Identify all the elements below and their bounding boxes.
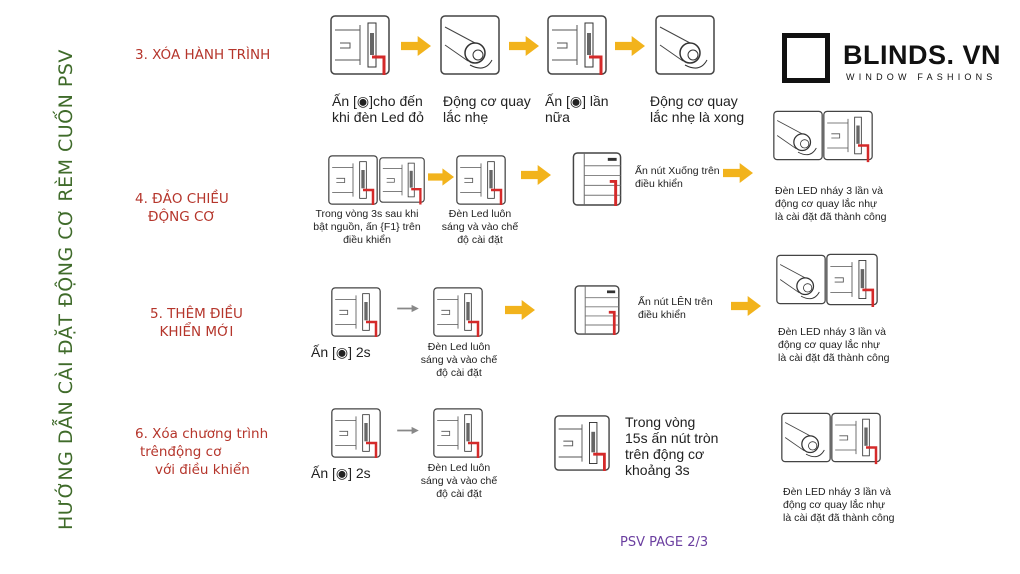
- motor-tube-icon: [776, 252, 826, 307]
- power-switch-icon: [379, 155, 425, 205]
- step-caption: Đèn Led luôn sáng và vào chế độ cài đặt: [420, 341, 498, 379]
- section-6-label: 6. Xóa chương trình trênđộng cơ với điều…: [135, 425, 268, 479]
- section-4-label: 4. ĐẢO CHIỀU ĐỘNG CƠ: [135, 190, 229, 226]
- arrow-right-icon: [521, 165, 551, 185]
- motor-tube-icon: [781, 410, 831, 465]
- motor-panel-icon: [826, 252, 878, 307]
- motor-panel-icon: [328, 155, 378, 205]
- step-caption: Ấn [◉]cho đến khi đèn Led đỏ: [332, 93, 424, 125]
- step-caption: Đèn LED nháy 3 lần và động cơ quay lắc n…: [775, 185, 887, 223]
- motor-panel-icon: [547, 15, 607, 75]
- step-caption: Động cơ quay lắc nhẹ là xong: [650, 93, 745, 125]
- motor-panel-icon: [831, 410, 881, 465]
- step-caption: Đèn Led luôn sáng và vào chế độ cài đặt: [441, 208, 519, 246]
- step-caption: Đèn LED nháy 3 lần và động cơ quay lắc n…: [783, 486, 895, 524]
- motor-tube-icon: [655, 15, 715, 75]
- motor-panel-icon: [823, 108, 873, 163]
- motor-tube-icon: [440, 15, 500, 75]
- label-line: KHIỂN MỚI: [159, 324, 234, 340]
- label-line: với điều khiển: [155, 462, 250, 478]
- step-caption: Trong vòng 15s ấn nút tròn trên động cơ …: [625, 414, 719, 478]
- page-footer: PSV PAGE 2/3: [620, 535, 709, 550]
- motor-panel-icon: [433, 408, 483, 458]
- remote-icon: [572, 152, 622, 206]
- label-line: 3. XÓA HÀNH TRÌNH: [135, 47, 271, 63]
- step-caption: Ấn [◉] lần nữa: [545, 93, 609, 125]
- arrow-right-icon: [730, 296, 762, 316]
- step-caption: Ấn nút Xuống trên điều khiển: [635, 165, 720, 190]
- label-line: trênđộng cơ: [140, 444, 222, 460]
- motor-panel-icon: [331, 408, 381, 458]
- brand-logo-mark: [782, 33, 830, 83]
- brand-tagline: WINDOW FASHIONS: [846, 72, 997, 82]
- motor-panel-icon: [554, 415, 610, 471]
- step-caption: Đèn Led luôn sáng và vào chế độ cài đặt: [420, 462, 498, 500]
- label-line: 4. ĐẢO CHIỀU: [135, 191, 229, 207]
- step-caption: Ấn [◉] 2s: [311, 344, 371, 360]
- step-caption: Động cơ quay lắc nhẹ: [443, 93, 531, 125]
- step-caption: Ấn nút LÊN trên điều khiển: [638, 296, 713, 321]
- arrow-right-icon: [397, 426, 419, 435]
- arrow-right-icon: [428, 168, 454, 186]
- arrow-right-icon: [397, 304, 419, 313]
- motor-panel-icon: [331, 287, 381, 337]
- arrow-right-icon: [614, 36, 646, 56]
- remote-icon: [572, 285, 622, 335]
- label-line: 6. Xóa chương trình: [135, 426, 269, 442]
- step-caption: Đèn LED nháy 3 lần và động cơ quay lắc n…: [778, 326, 890, 364]
- arrow-right-icon: [722, 163, 754, 183]
- step-caption: Ấn [◉] 2s: [311, 465, 371, 481]
- motor-panel-icon: [433, 287, 483, 337]
- motor-panel-icon: [330, 15, 390, 75]
- label-line: ĐỘNG CƠ: [148, 209, 216, 225]
- label-line: 5. THÊM ĐIỀU: [150, 306, 243, 322]
- step-caption: Trong vòng 3s sau khi bật nguồn, ấn {F1}…: [313, 208, 421, 246]
- arrow-right-icon: [400, 36, 432, 56]
- brand-name: BLINDS. VN: [843, 40, 1002, 70]
- motor-tube-icon: [773, 108, 823, 163]
- vertical-title: HƯỚNG DẪN CÀI ĐẶT ĐỘNG CƠ RÈM CUỐN PSV: [55, 49, 77, 530]
- section-5-label: 5. THÊM ĐIỀU KHIỂN MỚI: [150, 305, 243, 341]
- arrow-right-icon: [508, 36, 540, 56]
- motor-panel-icon: [456, 155, 506, 205]
- arrow-right-icon: [504, 300, 536, 320]
- section-3-label: 3. XÓA HÀNH TRÌNH: [135, 46, 270, 64]
